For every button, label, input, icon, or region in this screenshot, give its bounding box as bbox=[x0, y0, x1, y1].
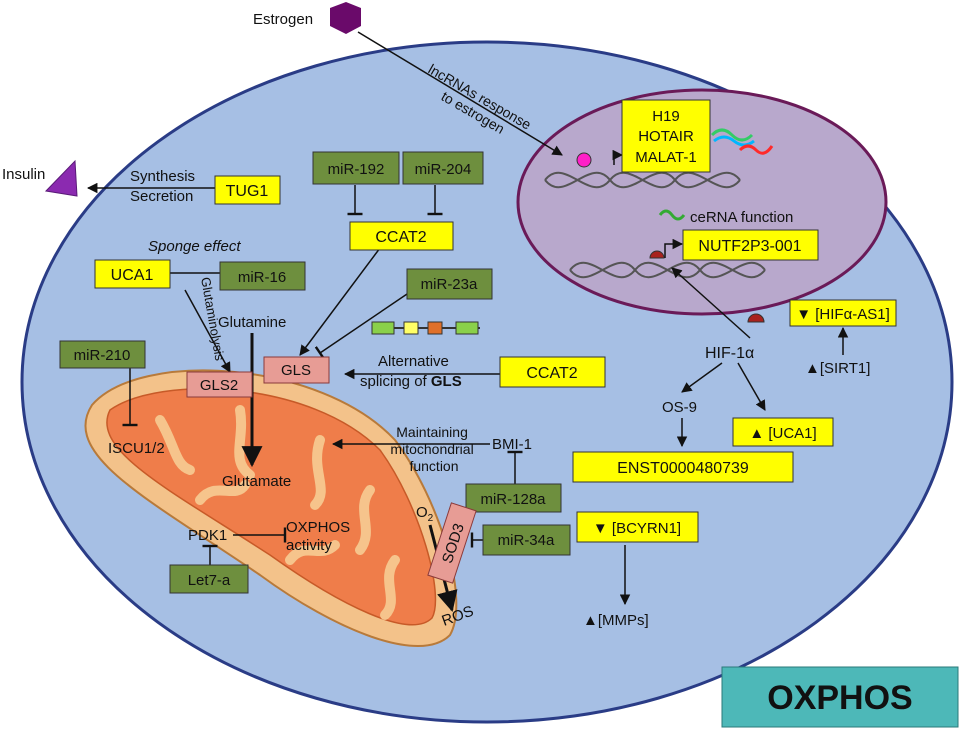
enst-box: ENST0000480739 bbox=[572, 451, 794, 483]
svg-text:MALAT-1: MALAT-1 bbox=[635, 149, 696, 166]
hif1a-icon bbox=[747, 313, 765, 323]
mir23a-box: miR-23a bbox=[406, 268, 493, 300]
mir128a-box: miR-128a bbox=[465, 483, 562, 513]
splicing-of-gls-label: splicing of GLS bbox=[360, 373, 462, 390]
glutamine-label: Glutamine bbox=[218, 314, 286, 331]
svg-text:CCAT2: CCAT2 bbox=[375, 229, 426, 246]
ccat2-top-box: CCAT2 bbox=[349, 221, 454, 251]
cerna-function-label: ceRNA function bbox=[690, 209, 793, 226]
estrogen-shape bbox=[330, 2, 361, 34]
mir23a-inhibit-gls bbox=[314, 291, 411, 360]
uca1-to-gls2-arrow bbox=[184, 289, 231, 373]
estrogen-to-nucleus-arrow bbox=[357, 31, 563, 156]
insulin-shape bbox=[44, 159, 78, 197]
mir192-box: miR-192 bbox=[312, 151, 400, 185]
sponge-effect-label: Sponge effect bbox=[148, 238, 241, 255]
ccat2-right-box: CCAT2 bbox=[499, 356, 606, 388]
dna-helix-bottom bbox=[569, 261, 766, 279]
os9-label: OS-9 bbox=[662, 399, 697, 416]
hif-binding-icon bbox=[649, 250, 665, 259]
svg-text:▲ [UCA1]: ▲ [UCA1] bbox=[749, 425, 816, 442]
svg-text:NUTF2P3-001: NUTF2P3-001 bbox=[698, 238, 801, 255]
mmps-label: ▲[MMPs] bbox=[583, 612, 649, 629]
o2-label: O2 bbox=[416, 504, 434, 524]
svg-text:miR-23a: miR-23a bbox=[421, 276, 478, 293]
svg-text:GLS2: GLS2 bbox=[200, 377, 238, 394]
insulin-label: Insulin bbox=[2, 166, 45, 183]
glutamate-label: Glutamate bbox=[222, 473, 291, 490]
svg-text:miR-128a: miR-128a bbox=[480, 491, 546, 508]
cerna-rna-icon bbox=[658, 209, 686, 221]
svg-text:miR-210: miR-210 bbox=[74, 347, 131, 364]
sirt1-label: ▲[SIRT1] bbox=[805, 360, 870, 377]
let7a-box: Let7-a bbox=[169, 564, 249, 594]
h19-hotair-malat1-box: H19 HOTAIR MALAT-1 bbox=[621, 99, 711, 173]
dna-helix-top bbox=[544, 171, 741, 189]
svg-text:miR-34a: miR-34a bbox=[498, 532, 555, 549]
hif-to-uca1-arrow bbox=[737, 362, 766, 411]
maintaining-mito-label: Maintaining mitochondrial function bbox=[390, 424, 477, 474]
nutf2p3-promoter-arrow bbox=[664, 238, 684, 258]
svg-text:H19: H19 bbox=[652, 108, 680, 125]
gls2-box: GLS2 bbox=[186, 371, 253, 398]
svg-text:▼ [HIFα-AS1]: ▼ [HIFα-AS1] bbox=[796, 306, 890, 323]
alternative-label: Alternative bbox=[378, 353, 449, 370]
hif-to-nutf2p3-arrow bbox=[671, 267, 751, 339]
bcyrn1-box: ▼ [BCYRN1] bbox=[576, 511, 699, 543]
svg-text:ENST0000480739: ENST0000480739 bbox=[617, 460, 749, 477]
uca1-up-box: ▲ [UCA1] bbox=[732, 417, 834, 447]
oxphos-activity-label: OXPHOS activity bbox=[286, 519, 354, 554]
nutf2p3-box: NUTF2P3-001 bbox=[682, 229, 819, 261]
svg-text:miR-204: miR-204 bbox=[415, 161, 472, 178]
svg-text:CCAT2: CCAT2 bbox=[526, 365, 577, 382]
hif-to-os9-arrow bbox=[681, 362, 723, 393]
hifa-as1-box: ▼ [HIFα-AS1] bbox=[789, 299, 897, 327]
iscu-label: ISCU1/2 bbox=[108, 440, 165, 457]
svg-text:miR-16: miR-16 bbox=[238, 269, 286, 286]
svg-text:▼ [BCYRN1]: ▼ [BCYRN1] bbox=[593, 520, 681, 537]
rna-strands-icon bbox=[710, 128, 774, 155]
pdk1-label: PDK1 bbox=[188, 527, 227, 544]
bmi1-label: BMI-1 bbox=[492, 436, 532, 453]
ccat2-to-gls-arrow bbox=[299, 247, 381, 356]
mir204-box: miR-204 bbox=[402, 151, 484, 185]
tug1-box: TUG1 bbox=[214, 175, 281, 205]
svg-text:TUG1: TUG1 bbox=[226, 183, 269, 200]
estrogen-label: Estrogen bbox=[253, 11, 313, 28]
svg-text:Let7-a: Let7-a bbox=[188, 572, 231, 589]
gls-box: GLS bbox=[263, 356, 330, 384]
svg-text:miR-192: miR-192 bbox=[328, 161, 385, 178]
hif1a-label: HIF-1α bbox=[705, 345, 754, 362]
oxphos-title-box: OXPHOS bbox=[721, 666, 959, 728]
synthesis-label: Synthesis bbox=[130, 168, 195, 185]
estrogen-receptor-icon bbox=[576, 152, 592, 168]
h19-promoter-arrow bbox=[612, 149, 624, 165]
mitochondrion bbox=[84, 369, 458, 648]
mir34a-box: miR-34a bbox=[482, 524, 571, 556]
svg-text:GLS: GLS bbox=[281, 362, 311, 379]
secretion-label: Secretion bbox=[130, 188, 193, 205]
mir210-box: miR-210 bbox=[59, 340, 146, 369]
gls-gene-structure-icon bbox=[371, 321, 480, 335]
svg-text:UCA1: UCA1 bbox=[111, 267, 154, 284]
svg-text:HOTAIR: HOTAIR bbox=[638, 128, 694, 145]
svg-text:OXPHOS: OXPHOS bbox=[767, 679, 912, 717]
uca1-box: UCA1 bbox=[94, 259, 171, 289]
mir16-box: miR-16 bbox=[219, 261, 306, 291]
